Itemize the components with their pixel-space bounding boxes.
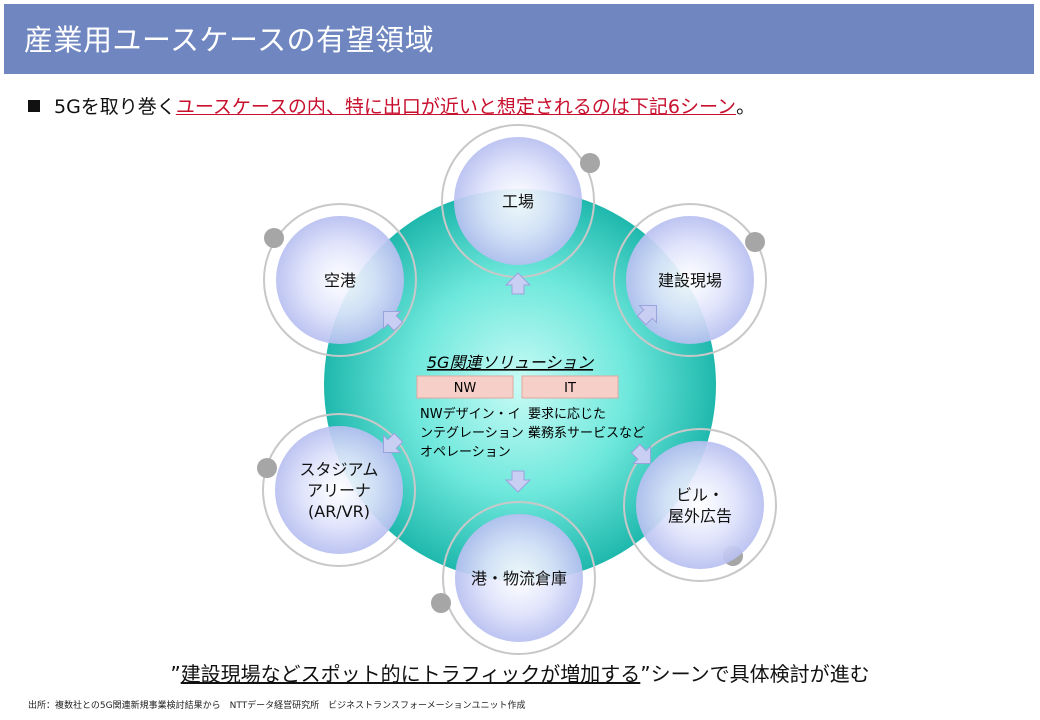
scene-label-building-outdoor-ad-2: 屋外広告 [668, 507, 732, 526]
square-bullet-icon [28, 99, 40, 112]
scene-ring-building-outdoor-ad [623, 428, 777, 582]
arrow-icon-building-outdoor-ad [630, 443, 651, 464]
arrow-icon-factory [504, 272, 532, 295]
scene-dot-construction-site [745, 232, 765, 252]
scene-label-stadium-arena-2: アリーナ [307, 481, 371, 500]
bullet-suffix: 。 [736, 96, 756, 118]
nw-tag [416, 375, 514, 399]
nw-desc-2: ンテグレーション・ [420, 426, 537, 441]
bullet-prefix: 5Gを取り巻く [54, 96, 176, 118]
it-desc-2: 業務系サービスなど [528, 425, 645, 441]
scene-label-construction-site-1: 建設現場 [658, 271, 722, 290]
arrow-icon-airport [383, 311, 404, 332]
note-underlined: 建設現場などスポット的にトラフィックが増加する [180, 662, 641, 686]
scene-ring-airport [263, 203, 417, 357]
title-bar: 産業用ユースケースの有望領域 [4, 4, 1034, 74]
scene-circle-stadium-arena [275, 426, 403, 554]
it-tag [521, 375, 619, 399]
scene-label-building-outdoor-ad-1: ビル・ [676, 486, 724, 505]
nw-desc-1: NWデザイン・イ [420, 406, 521, 422]
scene-label-airport-1: 空港 [324, 271, 356, 290]
scene-ring-stadium-arena [262, 413, 416, 567]
nw-desc-3: オペレーション [420, 445, 511, 460]
bullet-highlight: ユースケースの内、特に出口が近いと想定されるのは下記6シーン [175, 96, 737, 118]
scene-label-port-logistics-1: 港・物流倉庫 [471, 569, 567, 588]
arrow-icon-stadium-arena [383, 432, 404, 453]
arrow-icon-construction-site [636, 305, 657, 326]
scene-circle-building-outdoor-ad [636, 441, 764, 569]
scene-dot-airport [264, 228, 284, 248]
source-note: 出所：複数社との5G関連新規事業検討結果から NTTデータ経営研究所 ビジネスト… [28, 701, 526, 711]
scene-dot-port-logistics [431, 593, 451, 613]
it-desc-1: 要求に応じた [528, 407, 606, 422]
center-circle [324, 189, 716, 581]
page-title: 産業用ユースケースの有望領域 [24, 23, 435, 57]
note-rest: ”シーンで具体検討が進む [640, 662, 870, 686]
scene-dot-factory [580, 153, 600, 173]
scene-circle-factory [454, 137, 582, 265]
note-open-quote: ” [170, 662, 181, 686]
center-title: 5G関連ソリューション [427, 353, 594, 372]
scene-circle-construction-site [626, 216, 754, 344]
conclusion-note: ”建設現場などスポット的にトラフィックが増加する”シーンで具体検討が進む [0, 658, 1040, 687]
nw-label: NW [454, 381, 477, 396]
it-label: IT [564, 381, 576, 396]
scene-ring-port-logistics [442, 501, 596, 655]
arrow-icon-port-logistics [504, 470, 532, 493]
scene-label-factory-1: 工場 [502, 192, 534, 211]
scene-dot-stadium-arena [257, 458, 277, 478]
scene-label-stadium-arena-1: スタジアム [300, 460, 379, 479]
bullet-line: 5Gを取り巻く ユースケースの内、特に出口が近いと想定されるのは下記6シーン 。 [28, 92, 755, 119]
scene-label-stadium-arena-3: (AR/VR) [308, 502, 370, 521]
scene-arrows [383, 272, 657, 493]
scene-circle-port-logistics [455, 514, 583, 642]
scene-ring-construction-site [613, 203, 767, 357]
scene-circle-airport [276, 216, 404, 344]
